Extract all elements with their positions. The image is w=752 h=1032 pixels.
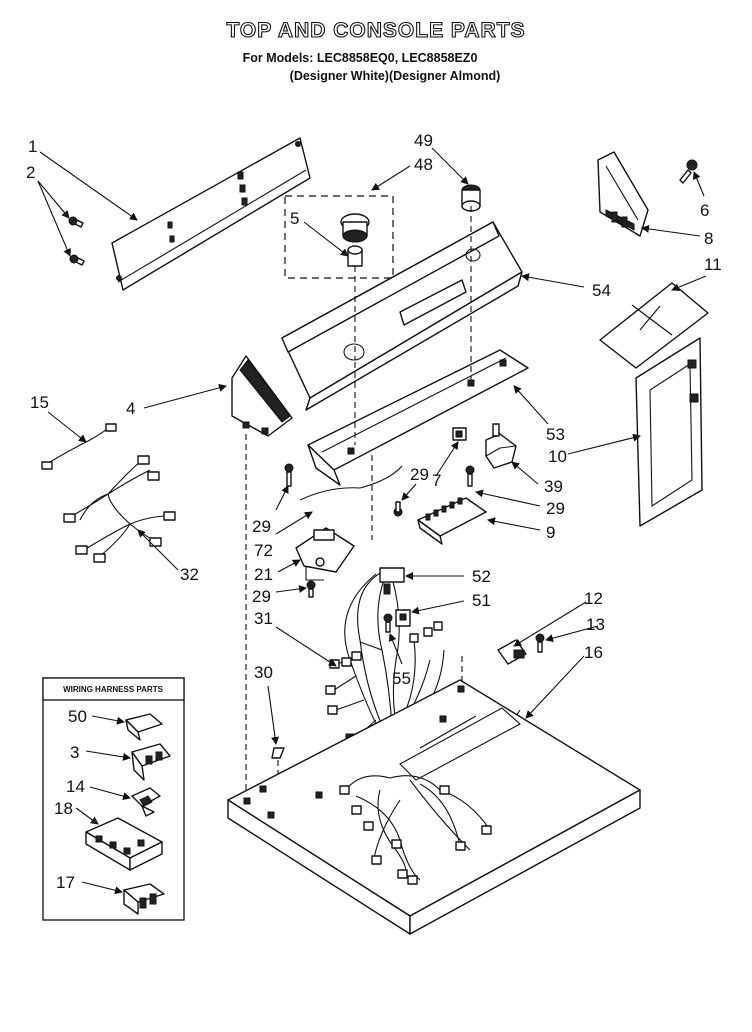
callout-3: 3 bbox=[70, 743, 79, 762]
part-8-end-cap bbox=[597, 151, 649, 237]
callout-4: 4 bbox=[126, 399, 135, 418]
part-21-switch bbox=[295, 527, 355, 581]
callout-29-left: 29 bbox=[252, 517, 271, 536]
part-29-screw-left-mid bbox=[306, 580, 316, 598]
part-5-knob bbox=[340, 213, 370, 267]
part-39-timer bbox=[485, 423, 517, 469]
knob-assembly-box bbox=[284, 195, 394, 279]
part-7-switch bbox=[452, 427, 467, 441]
part-1-console-rear-bracket bbox=[111, 137, 311, 291]
part-15-wire bbox=[41, 423, 117, 470]
inset-title: WIRING HARNESS PARTS bbox=[63, 685, 164, 694]
part-2-screws bbox=[68, 216, 85, 266]
callout-72: 72 bbox=[254, 541, 273, 560]
part-52-connector bbox=[379, 567, 405, 595]
part-9-terminal-block bbox=[417, 497, 487, 545]
callout-32: 32 bbox=[180, 565, 199, 584]
callout-16: 16 bbox=[584, 643, 603, 662]
part-29-screw-left-top bbox=[284, 463, 294, 487]
callout-14: 14 bbox=[66, 777, 85, 796]
callout-49: 49 bbox=[414, 131, 433, 150]
part-6-screw bbox=[679, 159, 698, 184]
callout-15: 15 bbox=[30, 393, 49, 412]
callout-48: 48 bbox=[414, 155, 433, 174]
callout-39: 39 bbox=[544, 477, 563, 496]
callout-10: 10 bbox=[548, 447, 567, 466]
callout-labels: 1 2 49 48 5 6 8 54 11 15 4 53 10 7 39 29… bbox=[26, 131, 722, 892]
part-16-top-panel bbox=[227, 679, 641, 935]
part-18-connector-block bbox=[85, 817, 163, 871]
callout-29-right: 29 bbox=[546, 499, 565, 518]
callout-29-lower: 29 bbox=[252, 587, 271, 606]
part-32-wire-harness bbox=[63, 455, 176, 563]
part-29-screw-center-left bbox=[393, 501, 403, 517]
lower-wire-harness bbox=[339, 775, 492, 885]
callout-17: 17 bbox=[56, 873, 75, 892]
callout-31: 31 bbox=[254, 609, 273, 628]
part-50-connector bbox=[125, 713, 163, 741]
part-4-end-cap bbox=[231, 355, 293, 437]
page-title: TOP AND CONSOLE PARTS bbox=[226, 19, 525, 42]
part-14-terminal bbox=[131, 787, 161, 817]
part-72-wire bbox=[299, 465, 403, 501]
part-10-side-panel bbox=[635, 337, 703, 527]
callout-18: 18 bbox=[54, 799, 73, 818]
part-11-cover bbox=[599, 282, 709, 369]
part-54-console bbox=[281, 221, 523, 411]
callout-55: 55 bbox=[392, 669, 411, 688]
part-17-connector bbox=[123, 883, 165, 915]
part-49-knob bbox=[461, 184, 481, 212]
callout-11: 11 bbox=[704, 255, 722, 274]
callout-1: 1 bbox=[28, 137, 37, 156]
callout-53: 53 bbox=[546, 425, 565, 444]
part-13-screw bbox=[535, 633, 545, 653]
callout-52: 52 bbox=[472, 567, 491, 586]
callout-8: 8 bbox=[704, 229, 713, 248]
callout-12: 12 bbox=[584, 589, 603, 608]
leader-lines bbox=[37, 147, 707, 895]
callout-13: 13 bbox=[586, 615, 605, 634]
part-51-clip bbox=[395, 609, 411, 627]
callout-21: 21 bbox=[254, 565, 273, 584]
part-3-connector bbox=[131, 743, 171, 781]
callout-7: 7 bbox=[432, 471, 441, 490]
callout-30: 30 bbox=[254, 663, 273, 682]
callout-5: 5 bbox=[290, 209, 299, 228]
callout-51: 51 bbox=[472, 591, 491, 610]
part-29-screw-center bbox=[465, 465, 475, 487]
callout-54: 54 bbox=[592, 281, 611, 300]
callout-6: 6 bbox=[700, 201, 709, 220]
callout-50: 50 bbox=[68, 707, 87, 726]
part-30-clip bbox=[271, 747, 285, 759]
wiring-harness-parts-inset: WIRING HARNESS PARTS bbox=[42, 677, 185, 921]
part-53-control-bracket bbox=[307, 349, 529, 486]
callout-9: 9 bbox=[546, 523, 555, 542]
model-colors: (Designer White)(Designer Almond) bbox=[290, 69, 501, 83]
part-55-screw bbox=[383, 613, 393, 633]
callout-29-center: 29 bbox=[410, 465, 429, 484]
callout-2: 2 bbox=[26, 163, 35, 182]
part-12-hinge bbox=[497, 639, 527, 665]
model-numbers: For Models: LEC8858EQ0, LEC8858EZ0 bbox=[243, 51, 478, 65]
